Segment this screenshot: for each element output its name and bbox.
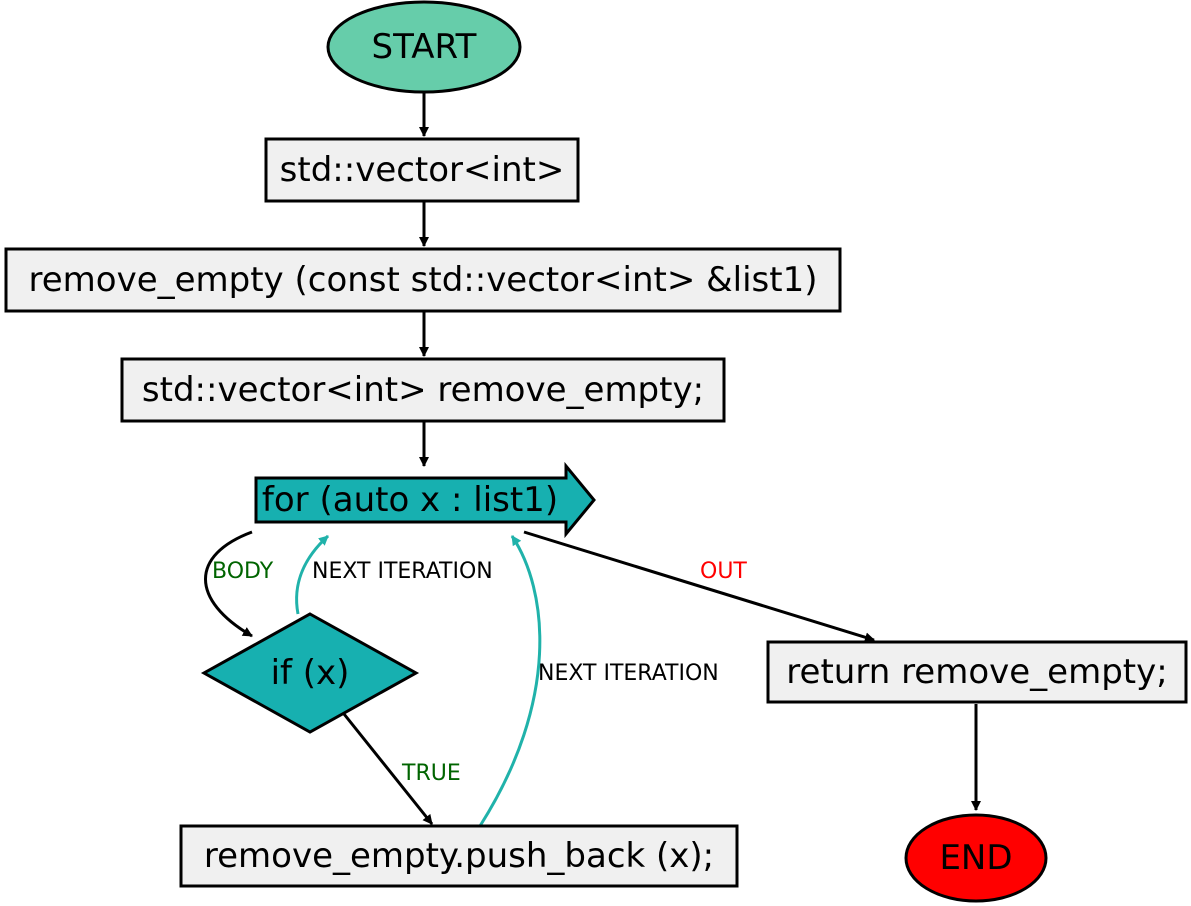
edge-loop-to-return [523, 530, 875, 643]
node-end: END [904, 813, 1048, 903]
edge-loop-to-condition [204, 530, 253, 638]
node-start-label: START [372, 27, 477, 67]
edge-label-true: TRUE [401, 761, 461, 786]
edge-label-next-iteration-2: NEXT ITERATION [538, 661, 719, 686]
edge-condition-to-pushback [342, 713, 434, 825]
node-loop-label: for (auto x : list1) [262, 480, 558, 520]
node-condition-label: if (x) [271, 653, 350, 693]
node-loop: for (auto x : list1) [254, 461, 596, 539]
node-condition: if (x) [200, 612, 420, 734]
node-function-label: remove_empty (const std::vector<int> &li… [29, 260, 818, 300]
edge-pushback-to-loop [478, 535, 542, 827]
node-start: START [326, 0, 522, 94]
node-local-var-label: std::vector<int> remove_empty; [142, 370, 704, 410]
node-declaration-label: std::vector<int> [280, 150, 565, 190]
node-return-label: return remove_empty; [786, 652, 1167, 692]
edge-label-next-iteration-1: NEXT ITERATION [312, 559, 493, 584]
node-push-back-label: remove_empty.push_back (x); [204, 836, 714, 876]
node-push-back: remove_empty.push_back (x); [179, 824, 739, 888]
edge-condition-to-loop [295, 534, 330, 615]
edge-label-out: OUT [700, 559, 747, 584]
node-local-var: std::vector<int> remove_empty; [120, 357, 726, 423]
node-end-label: END [939, 838, 1012, 878]
node-return: return remove_empty; [766, 640, 1188, 704]
edge-label-body: BODY [212, 559, 274, 584]
node-function: remove_empty (const std::vector<int> &li… [4, 247, 842, 313]
node-declaration: std::vector<int> [264, 137, 580, 203]
